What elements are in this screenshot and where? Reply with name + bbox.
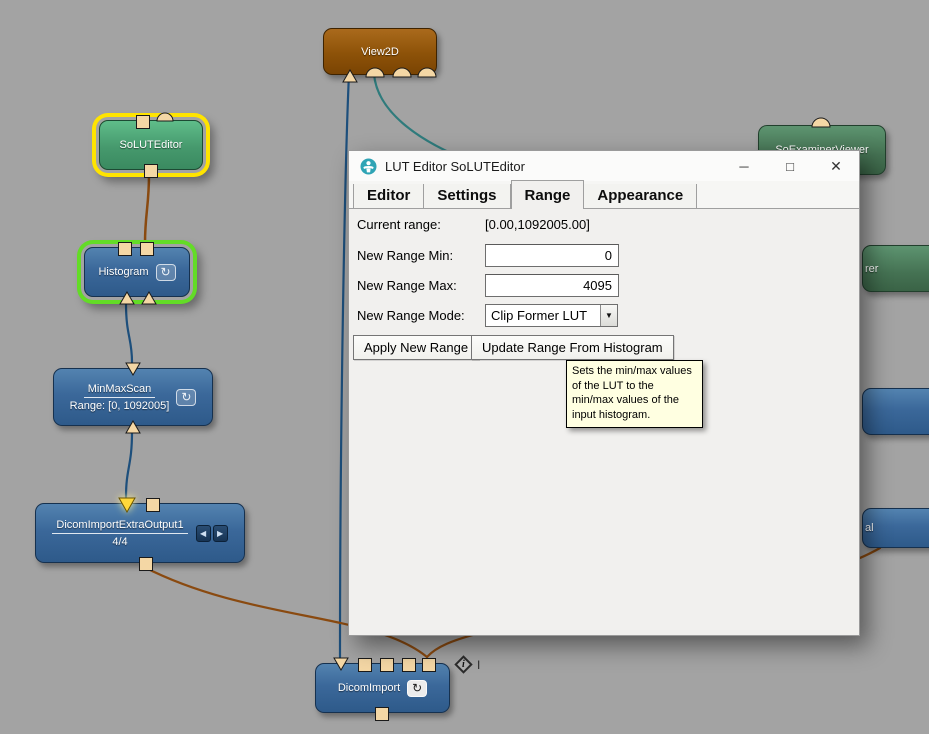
node-minmaxscan-label: MinMaxScan: [83, 383, 156, 398]
node-dicomimport-label: DicomImport: [337, 682, 401, 694]
node-solutedtor-label: SoLUTEditor: [119, 139, 183, 151]
new-range-mode-value: Clip Former LUT: [491, 308, 588, 323]
node-minmaxscan-text: MinMaxScan Range: [0, 1092005]: [70, 383, 170, 412]
node-partial-green[interactable]: rer: [862, 245, 929, 292]
reload-icon[interactable]: ↻: [176, 388, 197, 406]
output-connector-triangle[interactable]: [125, 362, 141, 376]
mevislab-logo-icon: [360, 158, 377, 174]
input-connector-triangle[interactable]: [342, 69, 358, 83]
wire-solutedtor-histogram: [143, 172, 151, 245]
new-range-max-input[interactable]: [485, 274, 619, 297]
node-minmaxscan-range: Range: [0, 1092005]: [69, 399, 170, 412]
output-connector-triangle-highlighted[interactable]: [118, 497, 136, 513]
output-connector-dome[interactable]: [811, 117, 831, 128]
wire-histogram-minmaxscan: [124, 301, 134, 364]
dialog-title: LUT Editor SoLUTEditor: [385, 158, 525, 174]
output-connector-dome[interactable]: [156, 112, 174, 122]
node-partial-blue-lower[interactable]: al: [862, 508, 929, 548]
node-dicomimport[interactable]: DicomImport ↻: [315, 657, 450, 721]
node-partial-blue-lower-label: al: [865, 522, 874, 534]
reload-icon[interactable]: ↻: [155, 263, 176, 281]
dialog-tabbar: Editor Settings Range Appearance: [349, 180, 859, 209]
tooltip: Sets the min/max values of the LUT to th…: [566, 360, 703, 428]
output-connector-square[interactable]: [402, 658, 416, 672]
tab-editor[interactable]: Editor: [353, 184, 425, 208]
prev-output-button[interactable]: ◀: [195, 524, 211, 542]
combo-arrow-button[interactable]: ▼: [600, 305, 617, 326]
node-dicomimportextraoutput1-count: 4/4: [112, 535, 128, 548]
dialog-titlebar[interactable]: LUT Editor SoLUTEditor ─ □ ✕: [349, 151, 859, 181]
node-partial-green-label: rer: [865, 262, 879, 275]
info-diamond-icon[interactable]: i: [454, 655, 473, 674]
input-connector-dome[interactable]: [365, 67, 385, 78]
input-connector-square[interactable]: [144, 164, 158, 178]
output-connector-square[interactable]: [422, 658, 436, 672]
minimize-button[interactable]: ─: [739, 158, 749, 174]
output-connector-square[interactable]: [146, 498, 160, 512]
node-solutedtor[interactable]: SoLUTEditor: [99, 112, 203, 178]
apply-new-range-button[interactable]: Apply New Range: [353, 335, 480, 360]
new-range-mode-label: New Range Mode:: [357, 308, 465, 323]
node-dicomimportextraoutput1-label: DicomImportExtraOutput1: [52, 519, 188, 534]
input-connector-square[interactable]: [375, 707, 389, 721]
input-connector-dome[interactable]: [392, 67, 412, 78]
output-connector-square[interactable]: [140, 242, 154, 256]
output-pager: ◀ ▶: [195, 524, 228, 542]
node-minmaxscan[interactable]: MinMaxScan Range: [0, 1092005] ↻: [53, 362, 213, 434]
input-connector-triangle[interactable]: [119, 291, 135, 305]
wire-view2d-teal: [372, 72, 474, 164]
output-connector-square[interactable]: [380, 658, 394, 672]
new-range-min-input[interactable]: [485, 244, 619, 267]
next-output-button[interactable]: ▶: [212, 524, 228, 542]
tab-settings[interactable]: Settings: [424, 184, 511, 208]
new-range-min-label: New Range Min:: [357, 248, 454, 263]
tab-appearance[interactable]: Appearance: [584, 184, 698, 208]
input-connector-triangle[interactable]: [141, 291, 157, 305]
close-button[interactable]: ✕: [830, 157, 842, 174]
node-partial-blue[interactable]: [862, 388, 929, 435]
current-range-label: Current range:: [357, 217, 441, 232]
wire-minmaxscan-dicomextra: [124, 430, 134, 499]
update-range-from-histogram-button[interactable]: Update Range From Histogram: [471, 335, 674, 360]
node-view2d-label: View2D: [361, 45, 399, 58]
output-connector-square[interactable]: [358, 658, 372, 672]
maximize-button[interactable]: □: [786, 158, 794, 174]
window-controls: ─ □ ✕: [721, 151, 859, 181]
info-annotation-label: I: [477, 658, 481, 672]
output-connector-square[interactable]: [136, 115, 150, 129]
output-connector-square[interactable]: [118, 242, 132, 256]
node-dicomimportextraoutput1-text: DicomImportExtraOutput1 4/4: [52, 519, 188, 548]
node-histogram[interactable]: Histogram ↻: [84, 242, 190, 305]
node-dicomimportextraoutput1[interactable]: DicomImportExtraOutput1 4/4 ◀ ▶: [35, 497, 245, 571]
input-connector-dome[interactable]: [417, 67, 437, 78]
reload-icon[interactable]: ↻: [407, 679, 428, 697]
node-view2d[interactable]: View2D: [323, 28, 437, 83]
output-connector-triangle[interactable]: [333, 657, 349, 671]
input-connector-triangle[interactable]: [125, 420, 141, 434]
new-range-max-label: New Range Max:: [357, 278, 457, 293]
current-range-value: [0.00,1092005.00]: [485, 217, 590, 232]
tab-range[interactable]: Range: [510, 180, 585, 209]
new-range-mode-select[interactable]: Clip Former LUT ▼: [485, 304, 618, 327]
input-connector-square[interactable]: [139, 557, 153, 571]
chevron-down-icon: ▼: [605, 311, 613, 320]
node-histogram-label: Histogram: [98, 266, 149, 278]
